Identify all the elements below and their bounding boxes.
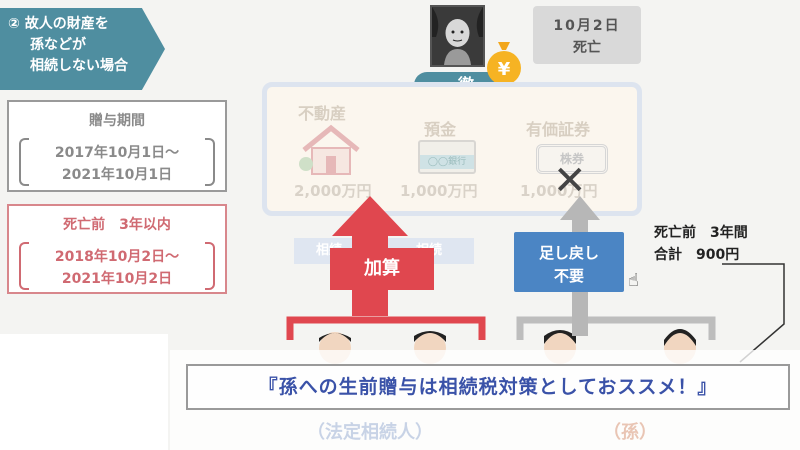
- death-before-to: 2021年10月2日: [61, 271, 173, 287]
- death-label: 死亡: [573, 40, 601, 56]
- asset-label: 預金: [424, 120, 457, 139]
- heirs-label: （法定相続人）: [307, 422, 433, 443]
- asset-label: 不動産: [298, 104, 347, 123]
- stock-certificate-icon: 株券: [536, 144, 608, 174]
- not-required-box: 足し戻し 不要: [514, 232, 624, 292]
- asset-value: 2,000万円: [294, 182, 372, 200]
- not-required-line1: 足し戻し: [538, 244, 599, 262]
- gift-period-to: 2021年10月1日: [61, 167, 173, 183]
- subtitle-text: 『孫への生前贈与は相続税対策としておススメ！』: [258, 376, 718, 398]
- left-blank-panel: [0, 334, 168, 450]
- bankbook-text: ◯◯銀行: [420, 155, 474, 169]
- gift-period-title: 贈与期間: [89, 113, 145, 129]
- asset-label: 有価証券: [526, 120, 591, 139]
- right-bracket: [205, 138, 215, 186]
- death-date: 10月2日: [553, 18, 621, 34]
- family-bracket-lines: [286, 316, 716, 340]
- deceased-portrait: [430, 5, 485, 67]
- gift-period-box: 贈与期間 2017年10月1日〜 2021年10月1日: [7, 100, 227, 192]
- section-tag-line: ② 故人の財産を: [8, 16, 109, 32]
- subtitle-frame: [186, 364, 790, 410]
- right-bracket: [205, 242, 215, 290]
- add-label: 加算: [330, 248, 434, 290]
- gift-period-from: 2017年10月1日〜: [54, 145, 180, 161]
- pointer-hand-icon: ☝: [628, 270, 639, 291]
- section-tag-line: 相続しない場合: [30, 58, 128, 74]
- death-before-box: 死亡前 3年以内 2018年10月2日〜 2021年10月2日: [7, 204, 227, 294]
- elderly-man-icon: [432, 7, 483, 65]
- note-line2: 合計 900円: [654, 247, 740, 263]
- house-icon: [298, 124, 364, 180]
- death-before-title: 死亡前 3年以内: [63, 217, 171, 233]
- note-connector-line: [722, 263, 785, 363]
- bankbook-icon: ◯◯銀行: [418, 140, 476, 174]
- note: 死亡前 3年間 合計 900円: [654, 222, 748, 266]
- not-required-line2: 不要: [553, 267, 584, 285]
- money-bag-icon: ¥: [484, 36, 524, 86]
- left-bracket: [19, 138, 29, 186]
- section-tag: ② 故人の財産を 孫などが 相続しない場合: [0, 8, 165, 90]
- death-date-tag: 10月2日 死亡: [533, 6, 641, 64]
- death-before-from: 2018年10月2日〜: [54, 249, 180, 265]
- cross-icon: ✕: [553, 158, 587, 204]
- left-bracket: [19, 242, 29, 290]
- note-line1: 死亡前 3年間: [654, 225, 748, 241]
- asset-value: 1,000万円: [520, 182, 598, 200]
- money-symbol: ¥: [498, 59, 511, 80]
- asset-value: 1,000万円: [400, 182, 478, 200]
- grandchild-label: （孫）: [603, 422, 657, 443]
- section-tag-line: 孫などが: [30, 37, 86, 53]
